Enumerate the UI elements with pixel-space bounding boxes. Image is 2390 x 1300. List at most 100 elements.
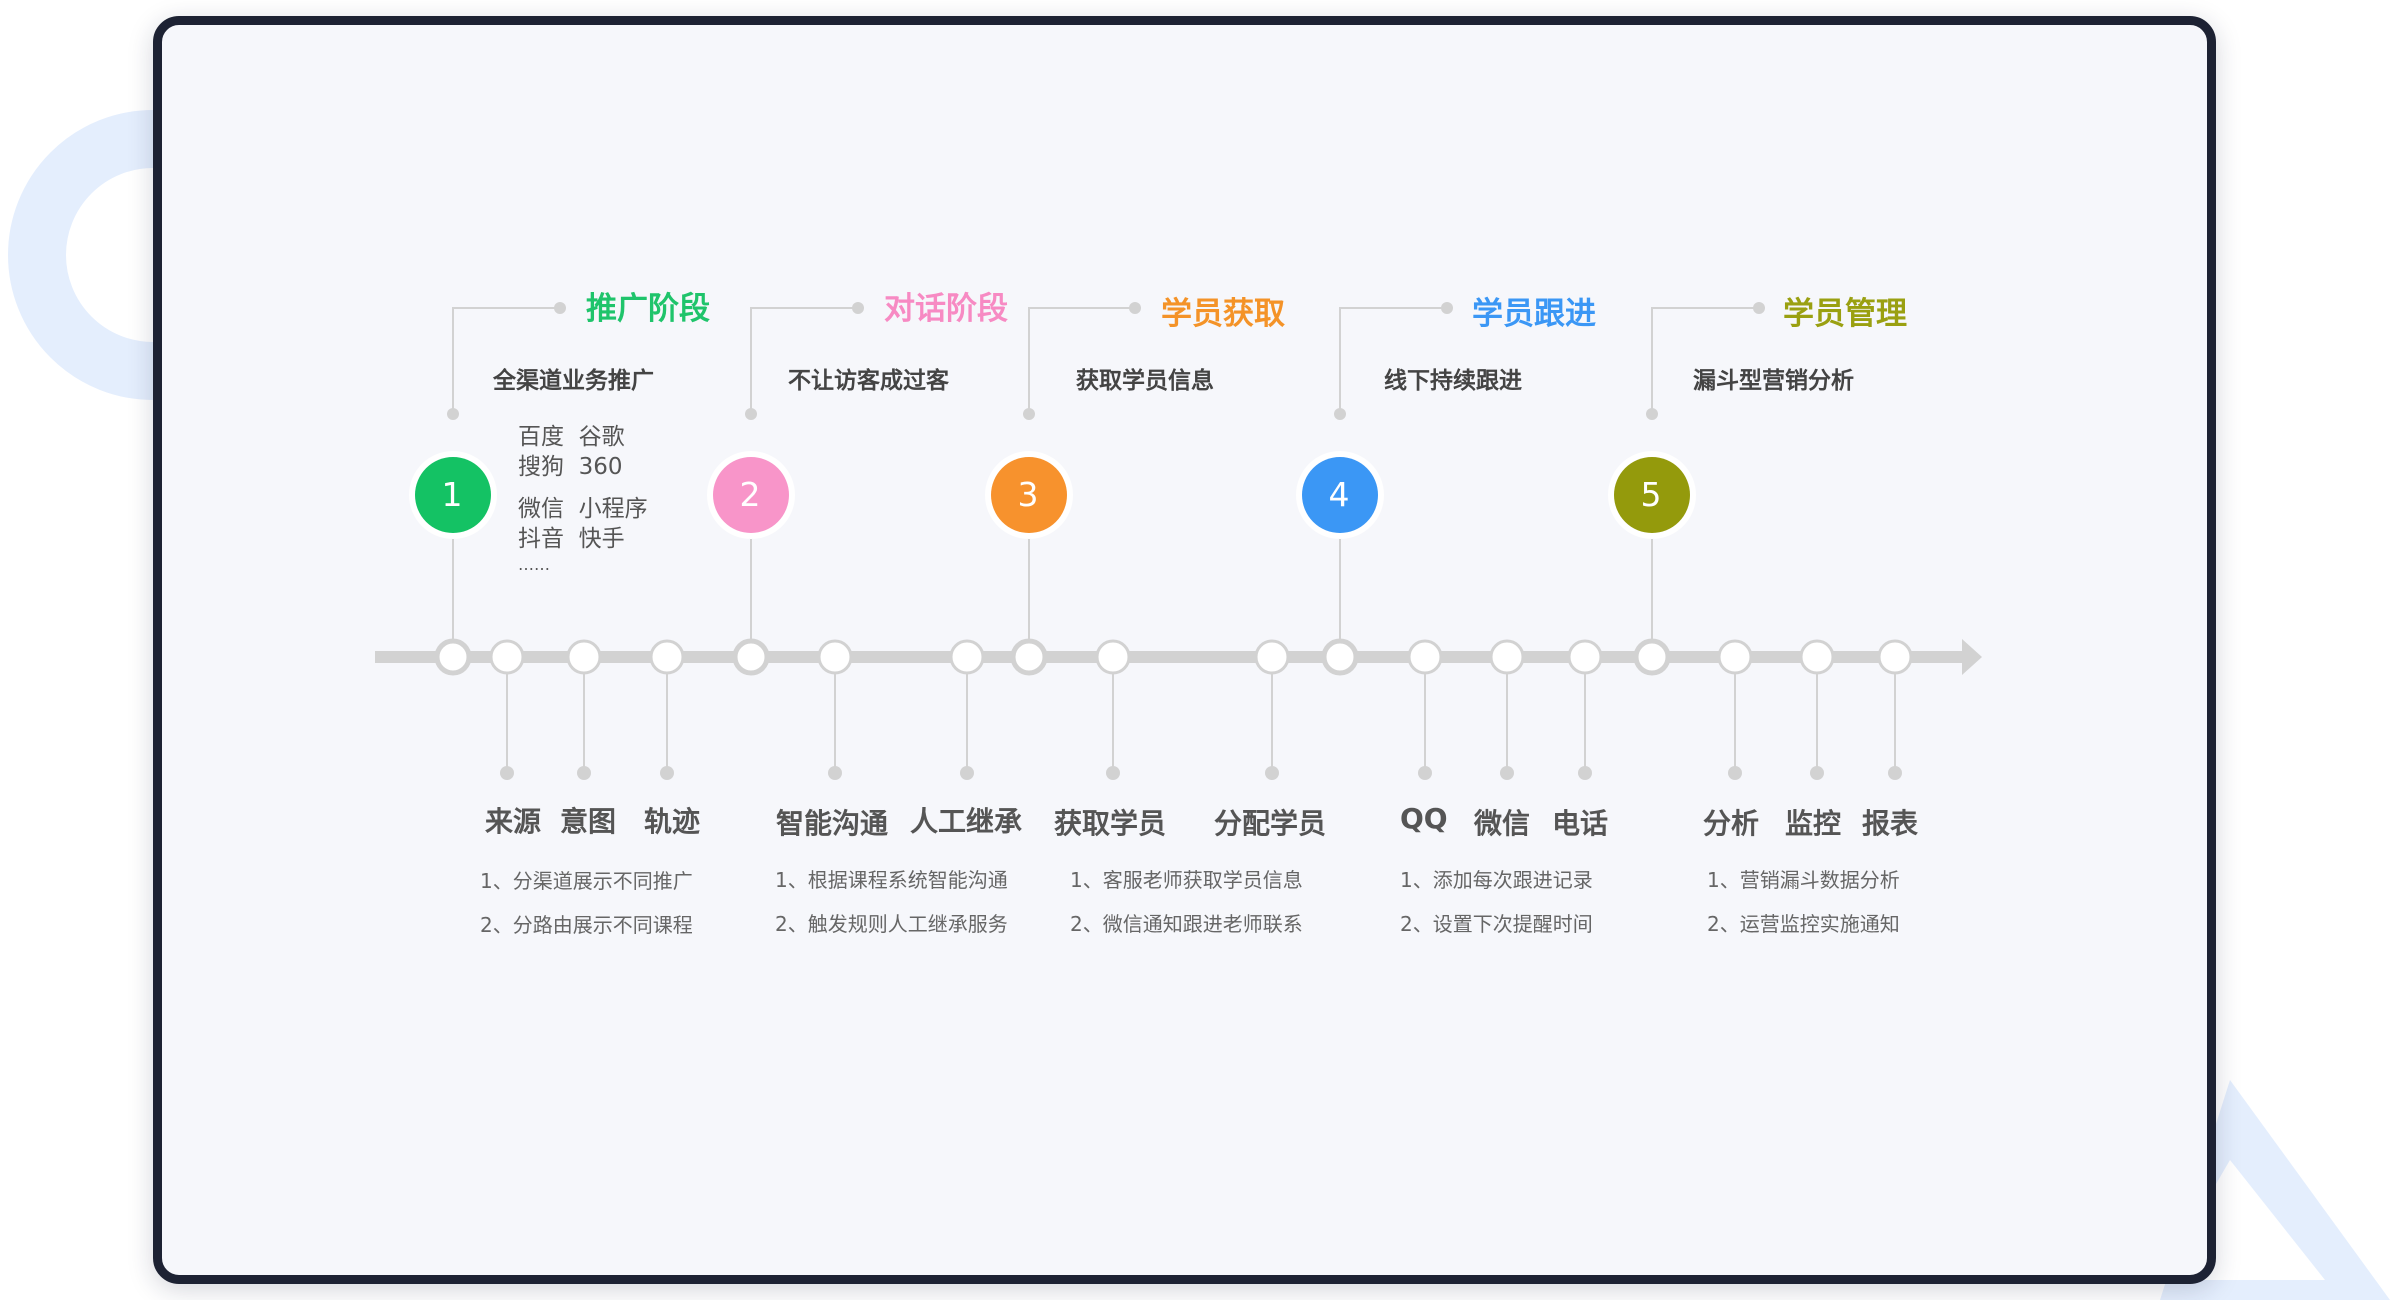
label-manual: 人工继承 [910,805,1023,838]
sub-axis-node [1567,639,1603,675]
timeline-arrow-head [1962,639,1982,675]
stage-title-dot [1441,302,1453,314]
stage-circle [713,457,789,533]
stage-title-dot [852,302,864,314]
timeline-diagram [375,302,1982,780]
label-get-student: 获取学员 [1054,807,1167,840]
label-qq: QQ [1400,802,1448,835]
label-intent: 意图 [560,805,617,838]
stage-2-title: 对话阶段 [884,291,1008,327]
sub-end-dot [500,766,514,780]
sub-end-dot [660,766,674,780]
channel-row: 百度 谷歌 [518,424,625,450]
note-line: 1、客服老师获取学员信息 [1070,868,1303,892]
stage-circle [415,457,491,533]
stage-3-number: 3 [1017,475,1039,514]
sub-end-dot [828,766,842,780]
sub-axis-node [1717,639,1753,675]
sub-axis-node [1254,639,1290,675]
stage-4-title: 学员跟进 [1472,296,1596,332]
sub-end-dot [1106,766,1120,780]
stage-axis-node [1010,638,1048,676]
sub-axis-node [1489,639,1525,675]
sub-axis-node [949,639,985,675]
sub-axis-node [1407,639,1443,675]
sub-end-dot [1500,766,1514,780]
label-phone: 电话 [1552,807,1609,840]
slide-frame: 推广阶段 对话阶段 学员获取 学员跟进 学员管理 全渠道业务推广 不让访客成过客… [153,16,2216,1284]
label-smart-chat: 智能沟通 [776,807,889,840]
sub-end-dot [577,766,591,780]
stage-axis-node [434,638,472,676]
sub-end-dot [1578,766,1592,780]
stage-axis-node [732,638,770,676]
note-line: 2、触发规则人工继承服务 [775,912,1008,936]
note-line: 1、根据课程系统智能沟通 [775,868,1008,892]
stage-title-dot [554,302,566,314]
sub-end-dot [960,766,974,780]
stage-5-number: 5 [1640,475,1662,514]
sub-axis-node [1095,639,1131,675]
note-line: 1、分渠道展示不同推广 [480,869,693,893]
stage-upper-dot [447,408,459,420]
sub-end-dot [1728,766,1742,780]
channel-row: 微信 小程序 [518,496,648,522]
stage-circle [1614,457,1690,533]
stage-3-title: 学员获取 [1161,296,1285,332]
sub-end-dot [1265,766,1279,780]
stage-circle [991,457,1067,533]
stage-upper-dot [745,408,757,420]
stage-5-desc: 漏斗型营销分析 [1693,368,1854,394]
notes-group-2: 1、根据课程系统智能沟通 2、触发规则人工继承服务 [775,858,1008,946]
label-source: 来源 [485,805,542,838]
note-line: 2、分路由展示不同课程 [480,913,693,937]
stage-1-number: 1 [441,475,463,514]
stage-1-desc: 全渠道业务推广 [493,368,654,394]
stage-2-desc: 不让访客成过客 [788,368,949,394]
stage-2-number: 2 [739,475,761,514]
note-line: 2、设置下次提醒时间 [1400,912,1593,936]
channels-list: 百度 谷歌 搜狗 360 微信 小程序 抖音 快手 …… [518,422,648,576]
notes-group-3: 1、客服老师获取学员信息 2、微信通知跟进老师联系 [1070,858,1303,946]
channel-row: 抖音 快手 [518,526,625,552]
note-line: 1、添加每次跟进记录 [1400,868,1593,892]
stage-bracket-line [750,307,858,414]
stage-5-title: 学员管理 [1783,296,1907,332]
stage-4-number: 4 [1328,475,1350,514]
sub-axis-node [1877,639,1913,675]
stage-upper-dot [1334,408,1346,420]
label-report: 报表 [1862,807,1919,840]
channel-row: 搜狗 360 [518,454,623,480]
sub-end-dot [1418,766,1432,780]
stage-upper-dot [1023,408,1035,420]
stage-upper-dot [1646,408,1658,420]
sub-axis-node [566,639,602,675]
label-assign: 分配学员 [1214,807,1327,840]
note-line: 2、微信通知跟进老师联系 [1070,912,1303,936]
stage-3-desc: 获取学员信息 [1076,368,1214,394]
stage-title-dot [1129,302,1141,314]
stage-title-dot [1753,302,1765,314]
stage-axis-node [1633,638,1671,676]
note-line: 2、运营监控实施通知 [1707,912,1900,936]
label-monitor: 监控 [1785,807,1842,840]
notes-group-5: 1、营销漏斗数据分析 2、运营监控实施通知 [1707,858,1900,946]
stage-axis-node [1321,638,1359,676]
sub-end-dot [1888,766,1902,780]
sub-axis-node [649,639,685,675]
stage-circle [1302,457,1378,533]
stage-4-desc: 线下持续跟进 [1384,368,1522,394]
stage-bracket-line [1028,307,1135,414]
note-line: 1、营销漏斗数据分析 [1707,868,1900,892]
channel-more: …… [518,555,550,574]
sub-axis-node [1799,639,1835,675]
label-wechat: 微信 [1474,807,1531,840]
sub-axis-node [489,639,525,675]
notes-group-1: 1、分渠道展示不同推广 2、分路由展示不同课程 [480,859,693,947]
label-analysis: 分析 [1703,807,1760,840]
stage-bracket-line [1339,307,1447,414]
sub-axis-node [817,639,853,675]
stage-1-title: 推广阶段 [586,291,710,327]
label-track: 轨迹 [644,805,701,838]
stage-bracket-line [1651,307,1759,414]
